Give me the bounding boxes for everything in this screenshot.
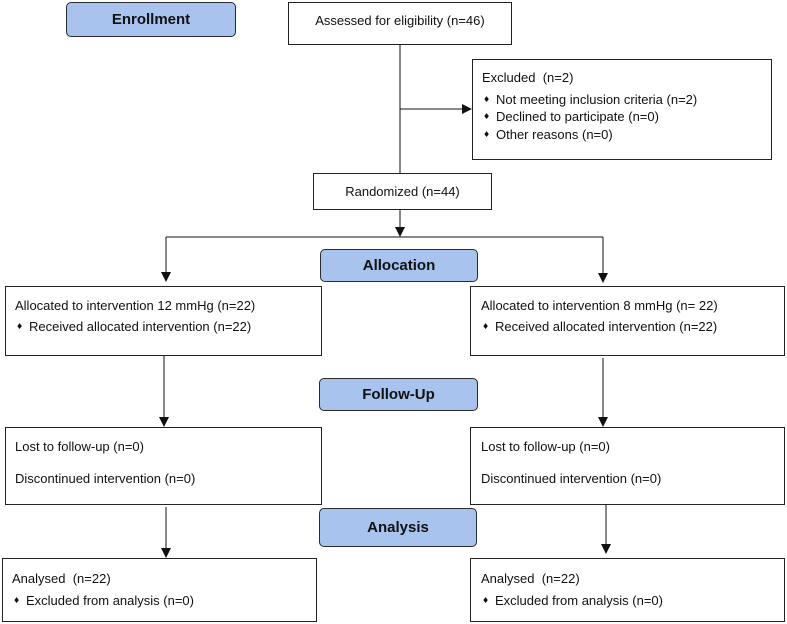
excluded-reason-text: Declined to participate (n=0) xyxy=(496,109,659,124)
excluded-box: Excluded (n=2) ♦ Not meeting inclusion c… xyxy=(472,59,772,160)
randomized-box: Randomized (n=44) xyxy=(313,173,492,210)
discontinued-text: Discontinued intervention (n=0) xyxy=(481,471,662,486)
analysis-phase-label: Analysis xyxy=(319,508,477,547)
analysed-text: Analysed (n=22) xyxy=(481,571,580,586)
allocation-phase-label: Allocation xyxy=(320,249,478,282)
allocated-text: Allocated to intervention 8 mmHg (n= 22) xyxy=(481,298,718,313)
excluded-reason: ♦ Declined to participate (n=0) xyxy=(483,108,659,125)
diamond-bullet-icon: ♦ xyxy=(13,596,21,605)
excluded-analysis-row: ♦ Excluded from analysis (n=0) xyxy=(482,592,663,609)
excluded-analysis-text: Excluded from analysis (n=0) xyxy=(495,593,663,608)
diamond-bullet-icon: ♦ xyxy=(482,596,490,605)
left-followup-box: Lost to follow-up (n=0) Discontinued int… xyxy=(5,427,322,505)
diamond-bullet-icon: ♦ xyxy=(483,112,491,121)
diamond-bullet-icon: ♦ xyxy=(482,322,490,331)
diamond-bullet-icon: ♦ xyxy=(483,130,491,139)
received-text: Received allocated intervention (n=22) xyxy=(495,319,718,334)
received-row: ♦ Received allocated intervention (n=22) xyxy=(16,318,251,335)
received-text: Received allocated intervention (n=22) xyxy=(29,319,252,334)
diamond-bullet-icon: ♦ xyxy=(16,322,24,331)
allocated-text: Allocated to intervention 12 mmHg (n=22) xyxy=(15,298,256,313)
excluded-analysis-row: ♦ Excluded from analysis (n=0) xyxy=(13,592,194,609)
discontinued-text: Discontinued intervention (n=0) xyxy=(15,471,196,486)
excluded-analysis-text: Excluded from analysis (n=0) xyxy=(26,593,194,608)
enrollment-phase-label: Enrollment xyxy=(66,2,236,37)
right-followup-box: Lost to follow-up (n=0) Discontinued int… xyxy=(470,427,785,505)
excluded-reason: ♦ Other reasons (n=0) xyxy=(483,126,613,143)
assessed-text: Assessed for eligibility (n=46) xyxy=(315,13,485,28)
right-allocation-box: Allocated to intervention 8 mmHg (n= 22)… xyxy=(470,286,785,356)
assessed-box: Assessed for eligibility (n=46) xyxy=(288,2,512,45)
excluded-reason: ♦ Not meeting inclusion criteria (n=2) xyxy=(483,91,697,108)
left-analysis-box: Analysed (n=22) ♦ Excluded from analysis… xyxy=(2,558,317,622)
excluded-reason-text: Other reasons (n=0) xyxy=(496,127,613,142)
left-allocation-box: Allocated to intervention 12 mmHg (n=22)… xyxy=(5,286,322,356)
right-analysis-box: Analysed (n=22) ♦ Excluded from analysis… xyxy=(470,558,785,622)
received-row: ♦ Received allocated intervention (n=22) xyxy=(482,318,717,335)
analysed-text: Analysed (n=22) xyxy=(12,571,111,586)
excluded-title: Excluded (n=2) xyxy=(482,70,574,85)
lost-to-followup-text: Lost to follow-up (n=0) xyxy=(481,439,610,454)
randomized-text: Randomized (n=44) xyxy=(345,184,460,199)
excluded-reason-text: Not meeting inclusion criteria (n=2) xyxy=(496,92,698,107)
follow-up-phase-label: Follow-Up xyxy=(319,378,478,411)
lost-to-followup-text: Lost to follow-up (n=0) xyxy=(15,439,144,454)
diamond-bullet-icon: ♦ xyxy=(483,95,491,104)
